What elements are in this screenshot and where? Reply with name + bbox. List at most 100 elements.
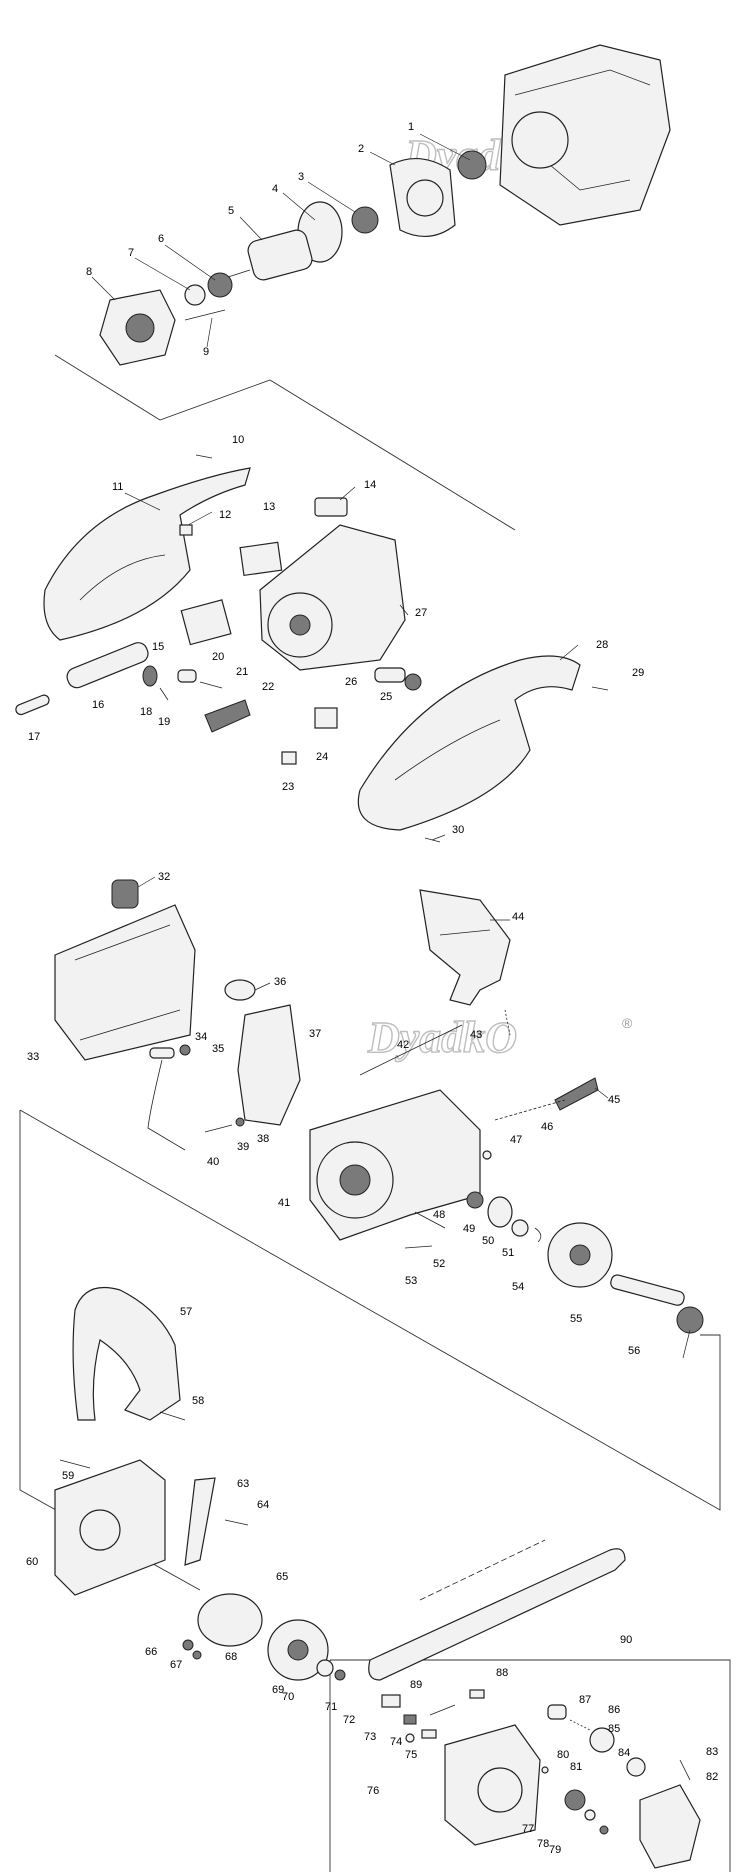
bearing-1 <box>457 150 487 180</box>
part-label-60: 60 <box>26 1556 38 1568</box>
part-label-34: 34 <box>195 1031 207 1043</box>
part-label-5: 5 <box>228 205 234 217</box>
part-label-75: 75 <box>405 1749 417 1761</box>
motor-housing <box>499 44 671 226</box>
part-label-69: 69 <box>272 1684 284 1696</box>
oil-tank <box>237 1004 301 1126</box>
part-label-17: 17 <box>28 731 40 743</box>
part-label-88: 88 <box>496 1667 508 1679</box>
leader-lines <box>91 133 691 1359</box>
part-label-57: 57 <box>180 1306 192 1318</box>
part-label-76: 76 <box>367 1785 379 1797</box>
part-label-10: 10 <box>232 434 244 446</box>
part-label-83: 83 <box>706 1746 718 1758</box>
part-label-32: 32 <box>158 871 170 883</box>
spindle <box>610 1274 685 1306</box>
part-label-29: 29 <box>632 667 644 679</box>
part-label-56: 56 <box>628 1345 640 1357</box>
part-label-72: 72 <box>343 1714 355 1726</box>
part-label-53: 53 <box>405 1275 417 1287</box>
part-label-77: 77 <box>522 1823 534 1835</box>
part-label-25: 25 <box>380 691 392 703</box>
guide-bar <box>368 1548 626 1681</box>
part-label-71: 71 <box>325 1701 337 1713</box>
washer-7 <box>184 284 206 306</box>
handle-half <box>43 467 251 641</box>
part-label-37: 37 <box>309 1028 321 1040</box>
part-label-52: 52 <box>433 1258 445 1270</box>
part-number-labels: 1234567891011121314151617181920212223242… <box>26 121 718 1856</box>
part-label-28: 28 <box>596 639 608 651</box>
part-label-63: 63 <box>237 1478 249 1490</box>
front-handle <box>72 1286 181 1421</box>
part-label-19: 19 <box>158 716 170 728</box>
part-label-87: 87 <box>579 1694 591 1706</box>
part-label-1: 1 <box>408 121 414 133</box>
part-label-22: 22 <box>262 681 274 693</box>
part-label-41: 41 <box>278 1197 290 1209</box>
part-label-24: 24 <box>316 751 328 763</box>
part-label-42: 42 <box>397 1039 409 1051</box>
part-label-21: 21 <box>236 666 248 678</box>
bearing-3 <box>351 206 379 234</box>
part-label-30: 30 <box>452 824 464 836</box>
part-label-14: 14 <box>364 479 376 491</box>
part-label-82: 82 <box>706 1771 718 1783</box>
part-label-33: 33 <box>27 1051 39 1063</box>
part-label-81: 81 <box>570 1761 582 1773</box>
part-label-20: 20 <box>212 651 224 663</box>
part-label-48: 48 <box>433 1209 445 1221</box>
part-label-7: 7 <box>128 247 134 259</box>
part-label-13: 13 <box>263 501 275 513</box>
rear-handle <box>357 655 581 831</box>
part-label-85: 85 <box>608 1723 620 1735</box>
part-label-16: 16 <box>92 699 104 711</box>
part-label-12: 12 <box>219 509 231 521</box>
label-plate <box>239 541 283 577</box>
bearing-6 <box>207 272 233 298</box>
oil-tank-housing <box>54 904 196 1061</box>
armature <box>247 229 313 281</box>
part-label-68: 68 <box>225 1651 237 1663</box>
part-label-46: 46 <box>541 1121 553 1133</box>
part-label-51: 51 <box>502 1247 514 1259</box>
part-label-66: 66 <box>145 1646 157 1658</box>
part-label-47: 47 <box>510 1134 522 1146</box>
part-label-44: 44 <box>512 911 524 923</box>
part-label-8: 8 <box>86 266 92 278</box>
tensioner-cover <box>639 1784 701 1869</box>
part-label-80: 80 <box>557 1749 569 1761</box>
part-label-38: 38 <box>257 1133 269 1145</box>
part-label-3: 3 <box>298 171 304 183</box>
part-label-36: 36 <box>274 976 286 988</box>
section-gear <box>54 879 704 1334</box>
svg-text:®: ® <box>622 1015 633 1031</box>
part-label-15: 15 <box>152 641 164 653</box>
part-label-74: 74 <box>390 1736 402 1748</box>
part-label-39: 39 <box>237 1141 249 1153</box>
part-label-67: 67 <box>170 1659 182 1671</box>
part-label-59: 59 <box>62 1470 74 1482</box>
part-label-79: 79 <box>549 1844 561 1856</box>
part-label-73: 73 <box>364 1731 376 1743</box>
section-motor <box>99 44 671 366</box>
part-label-65: 65 <box>276 1571 288 1583</box>
watermark-middle: DyadkO ® <box>366 1012 633 1062</box>
part-label-4: 4 <box>272 183 278 195</box>
sleeve <box>66 642 149 689</box>
saw-chain <box>419 1539 546 1601</box>
section-chain <box>54 1286 701 1869</box>
part-label-26: 26 <box>345 676 357 688</box>
part-label-64: 64 <box>257 1499 269 1511</box>
part-label-35: 35 <box>212 1043 224 1055</box>
part-label-18: 18 <box>140 706 152 718</box>
part-label-45: 45 <box>608 1094 620 1106</box>
chain-brake-guard <box>419 889 511 1006</box>
part-label-58: 58 <box>192 1395 204 1407</box>
part-label-11: 11 <box>112 481 123 493</box>
part-label-55: 55 <box>570 1313 582 1325</box>
part-label-78: 78 <box>537 1838 549 1850</box>
part-label-84: 84 <box>618 1747 630 1759</box>
part-label-23: 23 <box>282 781 294 793</box>
